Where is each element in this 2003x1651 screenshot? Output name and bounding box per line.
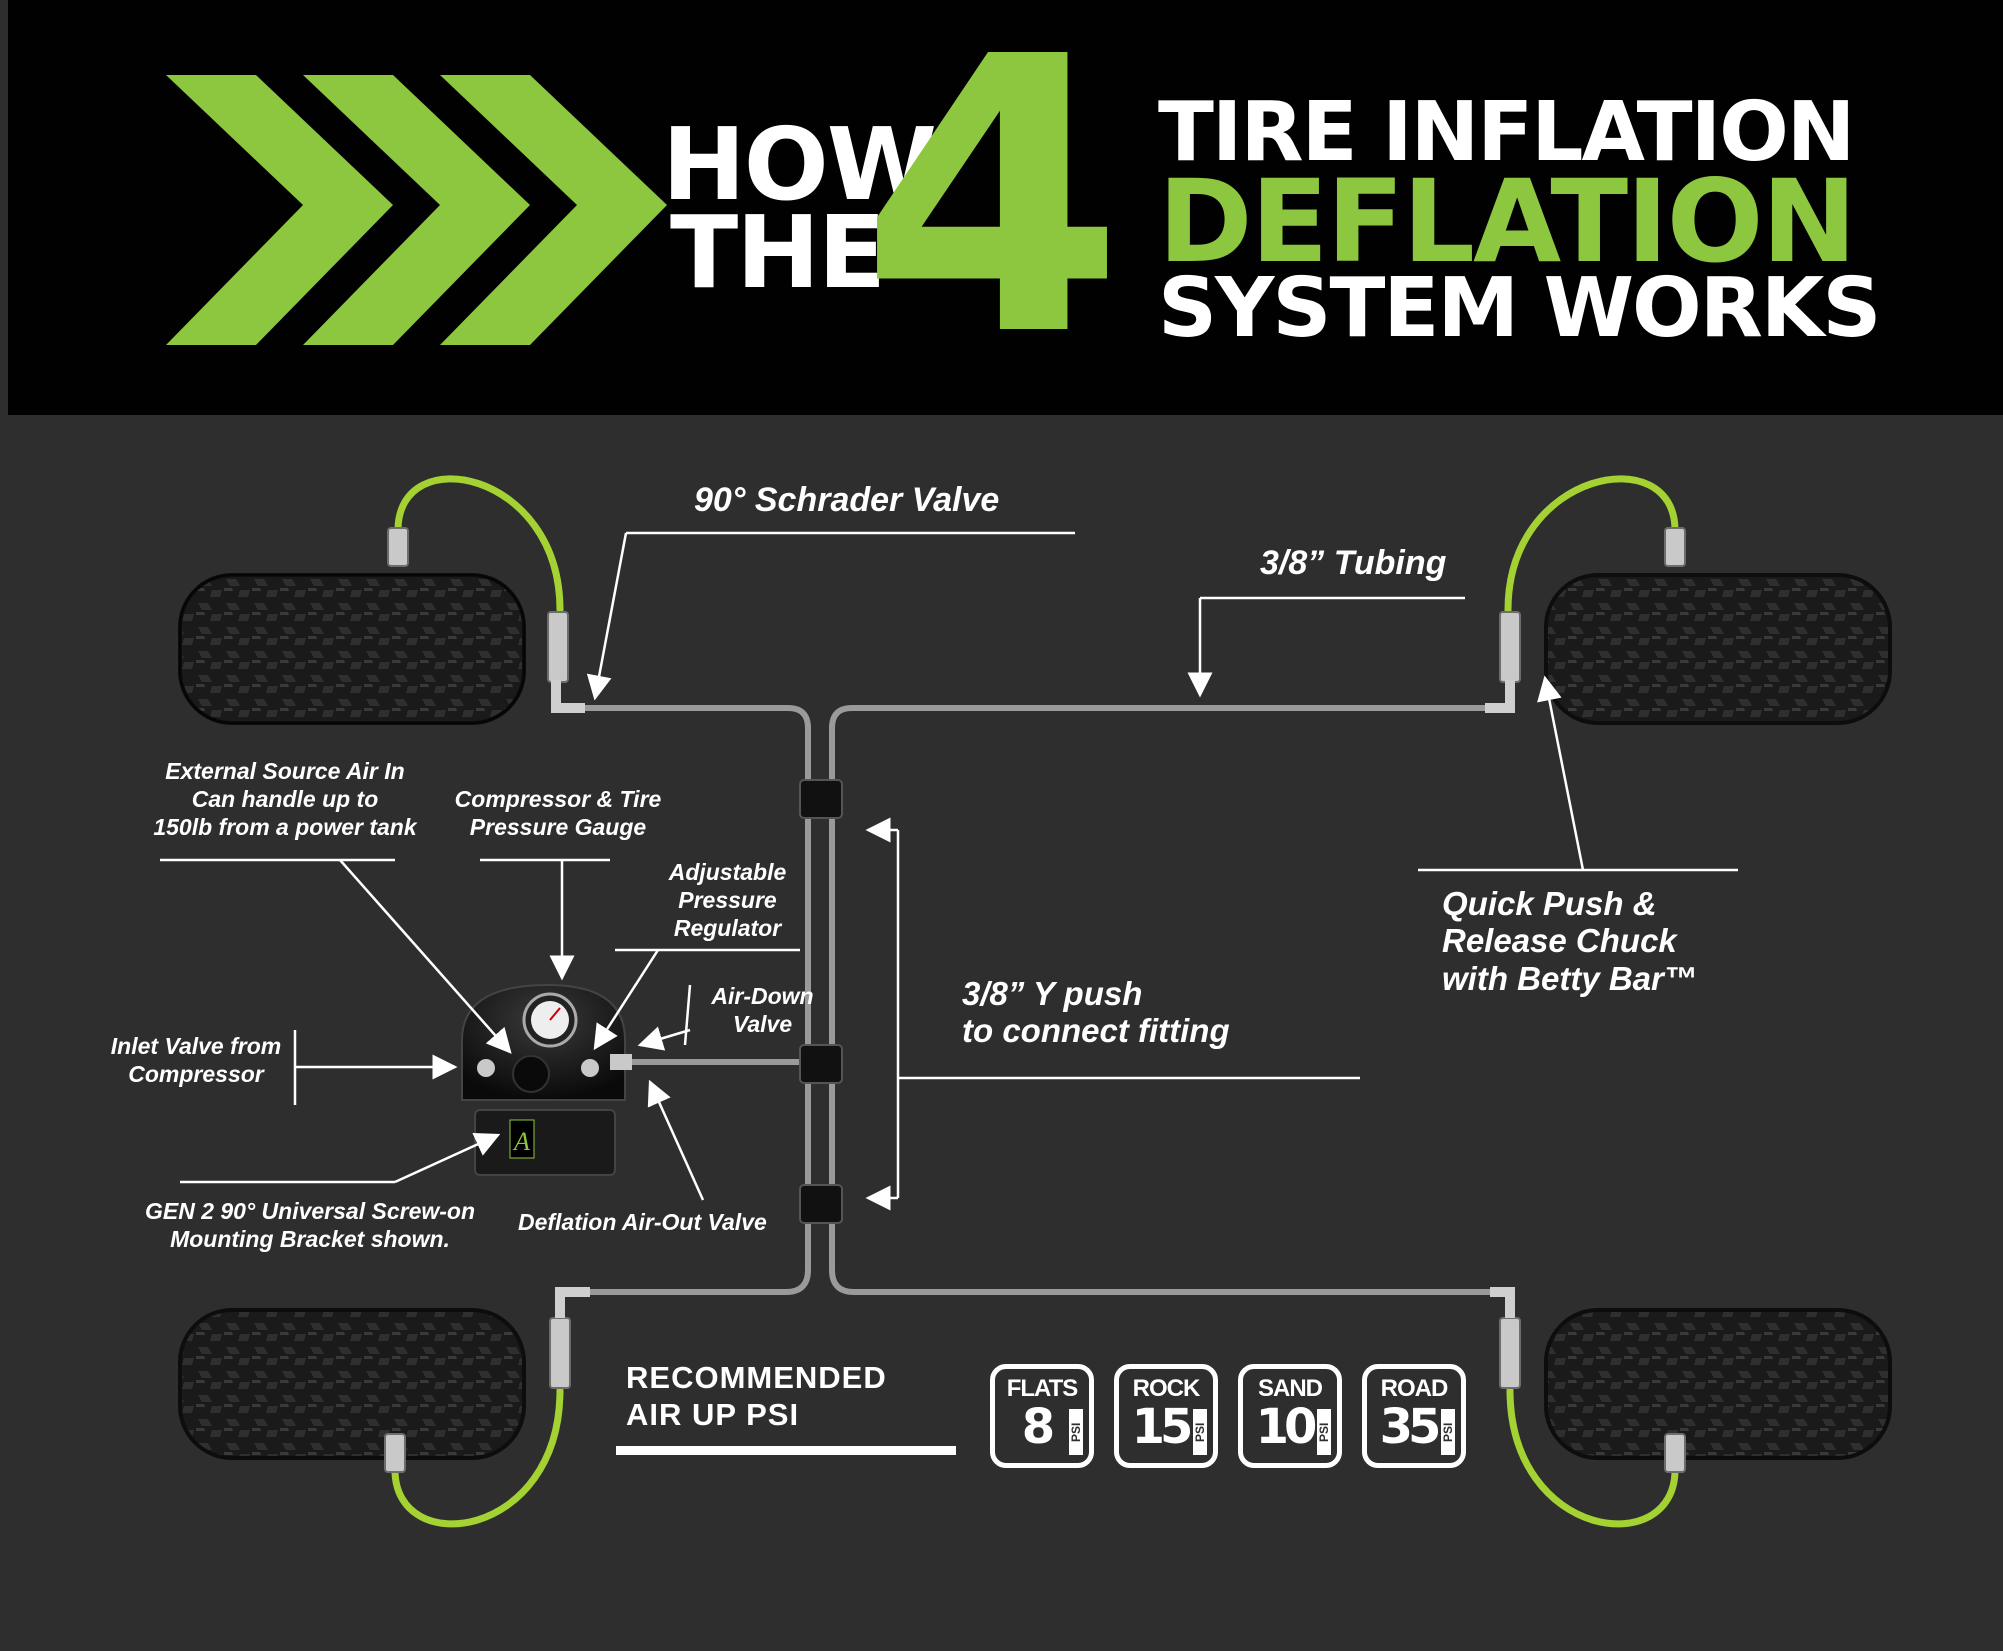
psi-badge-unit: PSI	[1193, 1409, 1207, 1455]
psi-badge-value: 10	[1255, 1399, 1318, 1455]
label-deflation-valve: Deflation Air-Out Valve	[518, 1209, 767, 1235]
label-air-down-valve: Air-Down Valve	[711, 983, 814, 1038]
chevron-arrows-icon	[166, 75, 667, 345]
psi-badge-unit: PSI	[1441, 1409, 1455, 1455]
header-the: THE	[670, 194, 886, 311]
psi-badge-value: 8	[1021, 1399, 1055, 1455]
psi-badge-name: FLATS	[1006, 1375, 1079, 1402]
svg-text:A: A	[512, 1127, 530, 1156]
psi-badge-value: 15	[1131, 1399, 1194, 1455]
label-inlet-valve: Inlet Valve from Compressor	[110, 1033, 282, 1088]
tire-rear-right	[1544, 1308, 1892, 1460]
header-line3: SYSTEM WORKS	[1158, 261, 1881, 356]
header-line2: DEFLATION	[1158, 155, 1857, 288]
psi-badge-road: ROAD 35 PSI	[1362, 1364, 1466, 1468]
green-hoses	[391, 475, 1679, 1528]
label-compressor-gauge: Compressor & Tire Pressure Gauge	[454, 786, 662, 841]
label-y-push-fitting: 3/8” Y push to connect fitting	[962, 975, 1230, 1050]
header-how: HOW	[662, 106, 937, 223]
psi-badge-rock: ROCK 15 PSI	[1114, 1364, 1218, 1468]
valve-fittings	[384, 527, 1686, 1473]
label-quick-push-chuck: Quick Push & Release Chuck with Betty Ba…	[1442, 885, 1697, 997]
tire-front-right	[1544, 573, 1892, 725]
tire-front-left	[178, 573, 526, 725]
regulator-unit: A	[461, 983, 632, 1176]
header-four: 4	[860, 0, 1124, 419]
psi-badge-unit: PSI	[1069, 1409, 1083, 1455]
leader-lines	[160, 531, 1738, 1211]
psi-underline	[616, 1446, 956, 1455]
psi-badge-flats: FLATS 8 PSI	[990, 1364, 1094, 1468]
label-schrader-valve: 90° Schrader Valve	[694, 481, 1000, 519]
push-fittings	[799, 779, 843, 1224]
psi-badge-name: SAND	[1257, 1375, 1323, 1402]
label-tubing: 3/8” Tubing	[1260, 544, 1447, 582]
psi-badge-name: ROCK	[1132, 1375, 1201, 1402]
label-pressure-regulator: Adjustable Pressure Regulator	[668, 859, 787, 942]
header-line1: TIRE INFLATION	[1158, 85, 1855, 180]
header-banner: HOW THE 4 TIRE INFLATION DEFLATION SYSTE…	[8, 0, 2003, 415]
label-mounting-bracket: GEN 2 90° Universal Screw-on Mounting Br…	[144, 1198, 476, 1253]
label-external-source: External Source Air In Can handle up to …	[153, 758, 417, 841]
air-tubing	[582, 705, 1493, 1295]
psi-heading: RECOMMENDED AIR UP PSI	[626, 1360, 887, 1432]
psi-badge-value: 35	[1379, 1399, 1442, 1455]
psi-badge-unit: PSI	[1317, 1409, 1331, 1455]
tire-rear-left	[178, 1308, 526, 1460]
psi-badge-sand: SAND 10 PSI	[1238, 1364, 1342, 1468]
psi-badge-name: ROAD	[1380, 1375, 1449, 1402]
